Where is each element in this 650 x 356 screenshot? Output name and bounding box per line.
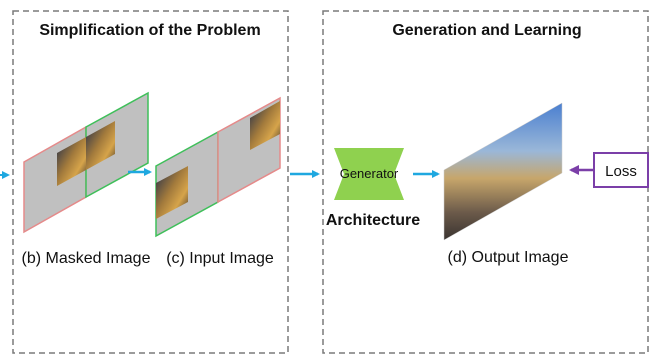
input-photo-right xyxy=(250,101,280,150)
generator-shape xyxy=(334,148,404,200)
loss-label: Loss xyxy=(605,163,637,180)
masked-photo-right xyxy=(86,121,115,170)
section-title-generation: Generation and Learning xyxy=(392,22,581,39)
output-image xyxy=(443,102,563,241)
caption-masked-image: (b) Masked Image xyxy=(22,250,151,267)
input-photo-left xyxy=(156,166,188,219)
generator-block: Generator xyxy=(334,148,404,200)
caption-output-image: (d) Output Image xyxy=(448,249,569,266)
generator-label: Generator xyxy=(340,166,399,181)
masked-image xyxy=(23,91,149,234)
masked-photo-left xyxy=(57,137,86,186)
loss-box-border xyxy=(593,152,649,188)
loss-box: Loss xyxy=(593,152,649,188)
section-title-simplification: Simplification of the Problem xyxy=(39,22,260,39)
section-frame-simplification xyxy=(12,10,289,354)
caption-input-image: (c) Input Image xyxy=(166,250,274,267)
architecture-caption: Architecture xyxy=(326,212,420,229)
input-image xyxy=(155,96,281,238)
